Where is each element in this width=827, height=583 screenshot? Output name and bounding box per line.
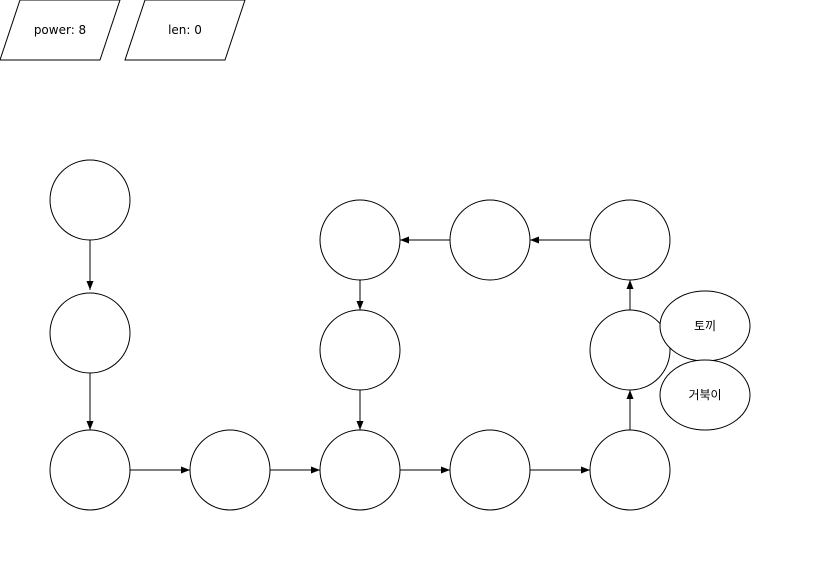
len-label: len: 0 (168, 23, 202, 37)
node-3 (49, 429, 131, 511)
turtle-marker: 거북이 (659, 359, 751, 431)
rabbit-label: 토끼 (694, 319, 716, 333)
node-8 (589, 309, 671, 391)
power-box: power: 8 (0, 0, 121, 61)
node-9 (589, 199, 671, 281)
node-12 (319, 309, 401, 391)
node-10 (449, 199, 531, 281)
edges (86, 236, 634, 474)
node-6 (449, 429, 531, 511)
turtle-label: 거북이 (688, 388, 721, 402)
node-7 (589, 429, 671, 511)
node-4 (189, 429, 271, 511)
rabbit-marker: 토끼 (659, 290, 751, 362)
node-1 (49, 159, 131, 241)
node-2 (49, 292, 131, 374)
power-label: power: 8 (34, 23, 86, 37)
nodes (49, 159, 671, 511)
node-11 (319, 199, 401, 281)
len-box: len: 0 (124, 0, 246, 61)
node-5 (319, 429, 401, 511)
